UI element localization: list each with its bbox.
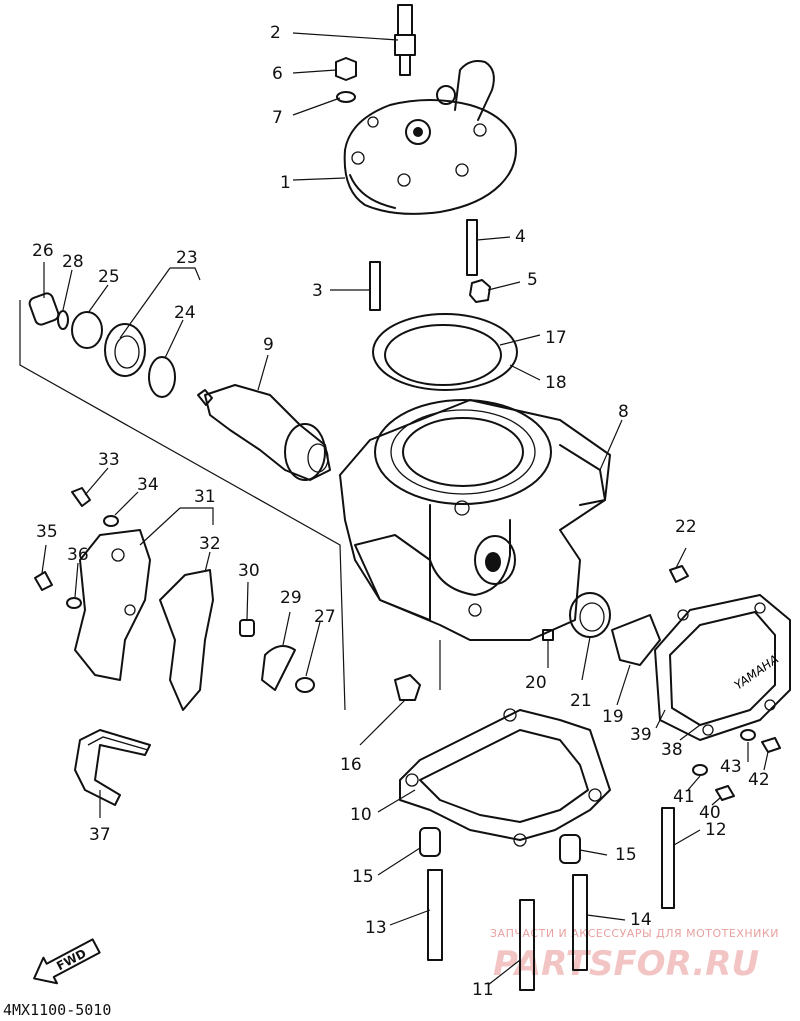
cylinder-head xyxy=(343,60,517,215)
part-label: 36 xyxy=(67,545,89,565)
part-label: 13 xyxy=(365,918,387,938)
pump-cover xyxy=(34,487,421,711)
part-label: 11 xyxy=(472,980,494,1000)
watermark-site: PARTSFOR.RU xyxy=(493,944,759,984)
part-label: 28 xyxy=(62,252,84,272)
part-label: 43 xyxy=(720,757,742,777)
part-label: 17 xyxy=(545,328,567,348)
part-label: 38 xyxy=(661,740,683,760)
part-label: 31 xyxy=(194,487,216,507)
part-label: 6 xyxy=(272,64,283,84)
part-label: 30 xyxy=(238,561,260,581)
cylinder-body xyxy=(339,399,611,641)
part-label: 39 xyxy=(630,725,652,745)
part-label: 18 xyxy=(545,373,567,393)
part-label: 21 xyxy=(570,691,592,711)
base-gasket xyxy=(399,708,611,847)
part-label: 19 xyxy=(602,707,624,727)
bracket xyxy=(74,729,151,806)
studs-upper xyxy=(369,219,491,311)
part-label: 33 xyxy=(98,450,120,470)
base-studs xyxy=(419,807,675,991)
part-label: 32 xyxy=(199,534,221,554)
part-label: 27 xyxy=(314,607,336,627)
seal-bearing-set xyxy=(28,292,176,398)
part-label: 10 xyxy=(350,805,372,825)
forward-arrow: FWD xyxy=(33,938,101,985)
spark-plug xyxy=(394,4,416,76)
part-label: 15 xyxy=(615,845,637,865)
part-label: 26 xyxy=(32,241,54,261)
part-label: 40 xyxy=(699,803,721,823)
part-label: 34 xyxy=(137,475,159,495)
side-cover xyxy=(654,594,791,741)
part-label: 37 xyxy=(89,825,111,845)
exhaust-valve-parts xyxy=(542,565,781,801)
part-label: 3 xyxy=(312,281,323,301)
part-label: 7 xyxy=(272,108,283,128)
part-label: 24 xyxy=(174,303,196,323)
part-label: 35 xyxy=(36,522,58,542)
part-label: 23 xyxy=(176,248,198,268)
head-gaskets xyxy=(372,313,518,391)
part-label: 41 xyxy=(673,787,695,807)
part-label: 22 xyxy=(675,517,697,537)
water-pump-shaft xyxy=(197,384,331,481)
part-label: 4 xyxy=(515,227,526,247)
watermark-tagline: ЗАПЧАСТИ И АКСЕССУАРЫ ДЛЯ МОТОТЕХНИКИ xyxy=(490,927,779,940)
part-label: 12 xyxy=(705,820,727,840)
part-label: 16 xyxy=(340,755,362,775)
part-label: 20 xyxy=(525,673,547,693)
part-label: 25 xyxy=(98,267,120,287)
part-label: 8 xyxy=(618,402,629,422)
part-label: 2 xyxy=(270,23,281,43)
plug-bolt xyxy=(335,57,357,103)
part-label: 42 xyxy=(748,770,770,790)
part-label: 5 xyxy=(527,270,538,290)
part-label: 9 xyxy=(263,335,274,355)
part-label: 29 xyxy=(280,588,302,608)
part-labels: 2 6 7 1 4 3 5 17 18 8 26 28 25 23 24 9 3… xyxy=(32,23,770,1000)
part-label: 1 xyxy=(280,173,291,193)
part-label: 15 xyxy=(352,867,374,887)
leader-lines xyxy=(19,32,769,986)
part-label: 14 xyxy=(630,910,652,930)
drawing-code: 4MX1100-5010 xyxy=(3,1001,111,1019)
